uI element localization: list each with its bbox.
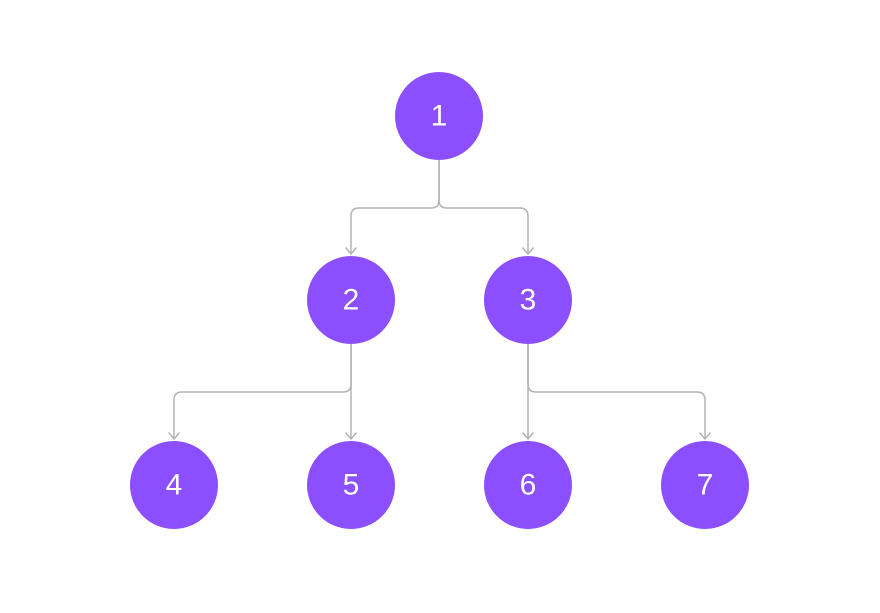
node-label: 6 xyxy=(520,469,537,502)
tree-node-1: 1 xyxy=(395,72,483,160)
node-circle xyxy=(395,72,483,160)
node-label: 7 xyxy=(697,469,714,502)
arrowhead-icon xyxy=(345,247,357,255)
node-circle xyxy=(130,441,218,529)
node-label: 5 xyxy=(343,469,360,502)
tree-node-6: 6 xyxy=(484,441,572,529)
edge-n1-n2 xyxy=(350,160,440,254)
tree-node-5: 5 xyxy=(307,441,395,529)
node-circle xyxy=(307,256,395,344)
tree-node-4: 4 xyxy=(130,441,218,529)
node-label: 1 xyxy=(431,100,448,133)
tree-node-2: 2 xyxy=(307,256,395,344)
arrowhead-icon xyxy=(522,432,534,440)
tree-node-7: 7 xyxy=(661,441,749,529)
node-circle xyxy=(484,441,572,529)
edge-n2-n4 xyxy=(173,344,352,439)
node-label: 2 xyxy=(343,284,360,317)
node-label: 4 xyxy=(166,469,183,502)
arrowhead-icon xyxy=(699,432,711,440)
edges-layer xyxy=(168,160,711,440)
node-circle xyxy=(661,441,749,529)
arrowhead-icon xyxy=(345,432,357,440)
nodes-layer: 1 2 3 4 5 6 7 xyxy=(130,72,749,529)
edge-n1-n3 xyxy=(438,160,529,254)
node-label: 3 xyxy=(520,284,537,317)
arrowhead-icon xyxy=(522,247,534,255)
node-circle xyxy=(484,256,572,344)
node-circle xyxy=(307,441,395,529)
tree-node-3: 3 xyxy=(484,256,572,344)
edge-n3-n7 xyxy=(527,344,706,439)
arrowhead-icon xyxy=(168,432,180,440)
